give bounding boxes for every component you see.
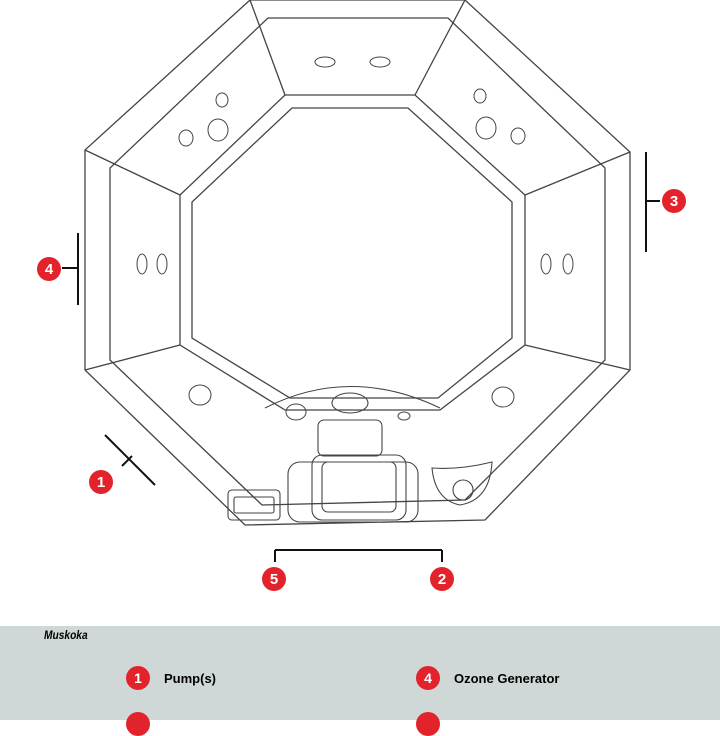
callout-4: 4 xyxy=(37,257,61,281)
callout-lines xyxy=(62,152,660,562)
callout-3: 3 xyxy=(662,189,686,213)
jets xyxy=(136,56,574,421)
legend-item-ozone: 4 Ozone Generator xyxy=(416,666,559,690)
legend-number: 1 xyxy=(126,666,150,690)
legend-item-partial xyxy=(126,712,150,736)
legend-label: Pump(s) xyxy=(164,670,216,686)
tub-rim xyxy=(109,17,606,506)
legend-number: 4 xyxy=(416,666,440,690)
callout-2: 2 xyxy=(430,567,454,591)
hot-tub-diagram xyxy=(62,0,660,562)
legend-panel: Muskoka 1 Pump(s) 4 Ozone Generator xyxy=(0,626,720,736)
model-name: Muskoka xyxy=(44,628,88,642)
legend-item-pumps: 1 Pump(s) xyxy=(126,666,216,690)
legend-item-partial xyxy=(416,712,440,736)
tub-floor xyxy=(191,107,513,399)
legend-number-partial xyxy=(416,712,440,736)
tub-outer-shell xyxy=(84,0,631,526)
tub-seat-edge xyxy=(179,94,526,411)
callout-5: 5 xyxy=(262,567,286,591)
callout-1: 1 xyxy=(89,470,113,494)
legend-label: Ozone Generator xyxy=(454,670,560,686)
legend-number-partial xyxy=(126,712,150,736)
equipment-area xyxy=(227,385,493,523)
